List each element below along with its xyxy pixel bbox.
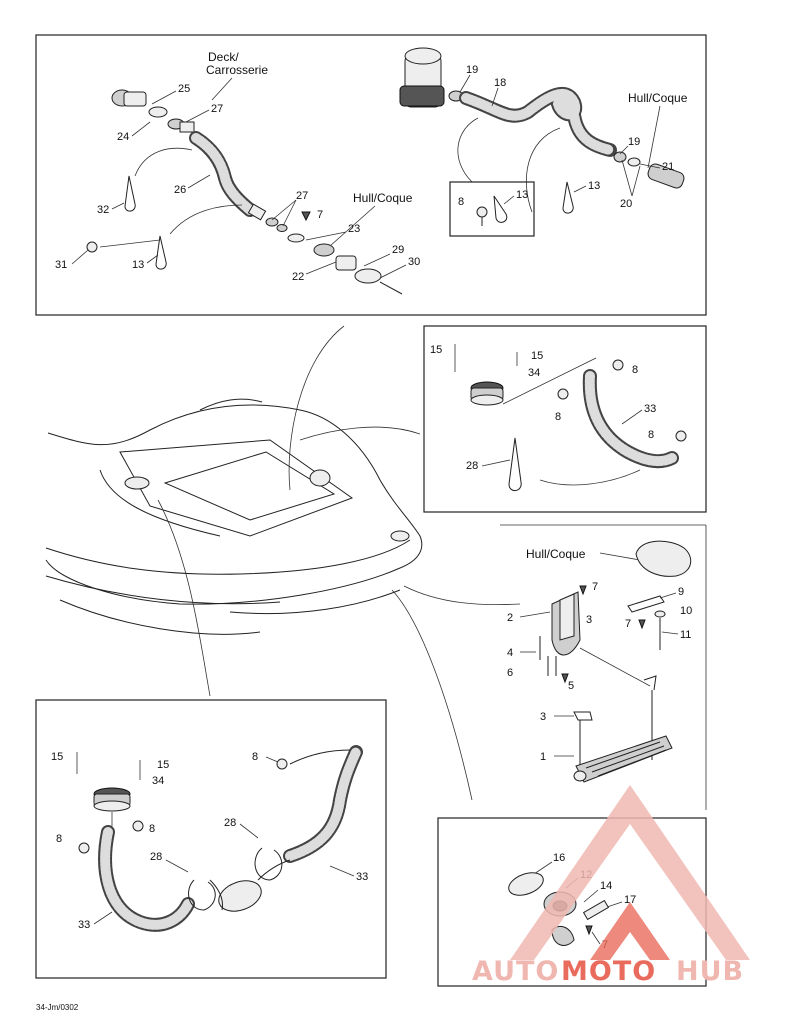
part-callout-number: 15 [531,350,543,362]
part-callout-number: 15 [51,751,63,763]
part-callout-number: 34 [528,367,540,379]
coupler [218,880,262,912]
watermark-auto: AUTO [472,956,559,987]
part-callout-number: 15 [157,759,169,771]
part-callout-number: 25 [178,83,190,95]
part-callout-number: 13 [516,189,528,201]
part-callout-number: 27 [211,103,223,115]
label-hull-mid: Hull/Coque [628,91,688,105]
part-callout-number: 21 [662,161,674,173]
part-callout-number: 32 [97,204,109,216]
part-callout-number: 5 [568,680,574,692]
part-callout-number: 20 [620,198,632,210]
label-deck: Deck/ [208,50,239,64]
part-callout-number: 34 [152,775,164,787]
part-callout-number: 23 [348,223,360,235]
part-callout-number: 9 [678,586,684,598]
part-callout-number: 31 [55,259,67,271]
label-hull-right: Hull/Coque [526,547,586,561]
watermark-hub: HUB [676,956,744,987]
part-callout-number: 15 [430,344,442,356]
hull-fitting-upper [247,203,403,295]
bolt-17 [582,899,610,921]
part-callout-number: 2 [507,612,513,624]
bolt-9 [627,595,665,613]
part-callout-number: 8 [56,833,62,845]
part-callout-number: 3 [540,711,546,723]
clamp-13 [155,235,167,270]
part-callout-number: 29 [392,244,404,256]
part-callout-number: 1 [540,751,546,763]
clamp-32 [124,175,136,212]
part-callout-number: 7 [592,581,598,593]
part-callout-number: 8 [458,196,464,208]
screw-31 [86,241,98,253]
part-callout-number: 7 [625,618,631,630]
box-deck-hose [35,34,707,316]
clamp-13-right [562,181,574,214]
bilge-pump [399,47,464,108]
part-callout-number: 28 [150,851,162,863]
part-callout-number: 30 [408,256,420,268]
part-callout-number: 16 [553,852,565,864]
label-hull-top: Hull/Coque [353,191,413,205]
part-callout-number: 13 [588,180,600,192]
part-callout-number: 8 [648,429,654,441]
clamp-28-right [508,437,522,491]
vent-cap-34 [470,381,504,406]
part-callout-number: 8 [149,823,155,835]
part-callout-number: 6 [507,667,513,679]
part-callout-number: 26 [174,184,186,196]
part-callout-number: 28 [224,817,236,829]
part-callout-number: 24 [117,131,129,143]
part-callout-number: 14 [600,880,612,892]
inset-box-8-13 [449,181,535,237]
part-callout-number: 22 [292,271,304,283]
part-callout-number: 8 [632,364,638,376]
part-callout-number: 18 [494,77,506,89]
part-callout-number: 19 [466,64,478,76]
vent-cap-34-lower [93,787,131,812]
automotohub-logo: AUTO MOTO HUB [472,785,750,987]
part-callout-number: 10 [680,605,692,617]
part-callout-number: 33 [644,403,656,415]
fitting-20 [647,163,685,189]
diagram-code: 34-Jm/0302 [36,1003,79,1012]
plate-16 [508,872,544,896]
intake-grate-1 [573,735,673,783]
part-callout-number: 19 [628,136,640,148]
part-callout-number: 8 [555,411,561,423]
watermark-moto: MOTO [561,956,656,987]
label-carrosserie: Carrosserie [206,63,268,77]
part-callout-number: 13 [132,259,144,271]
part-callout-number: 28 [466,460,478,472]
part-callout-number: 4 [507,647,513,659]
part-callout-number: 11 [680,629,691,641]
logo-triangle [510,785,750,960]
deck-vent-fitting [111,89,195,133]
box-vent-hose [423,325,707,513]
part-callout-number: 8 [252,751,258,763]
part-callout-number: 17 [624,894,636,906]
part-callout-number: 7 [317,209,323,221]
part-callout-number: 27 [296,190,308,202]
clamp-28-lower-2 [254,847,283,881]
clamp-28-lower-1 [188,879,216,911]
part-callout-number: 33 [356,871,368,883]
part-callout-number: 3 [586,614,592,626]
box-vent-hose-lower [35,699,387,979]
hull-plate [635,540,692,577]
part-callout-number: 33 [78,919,90,931]
watercraft-hull [45,398,423,635]
